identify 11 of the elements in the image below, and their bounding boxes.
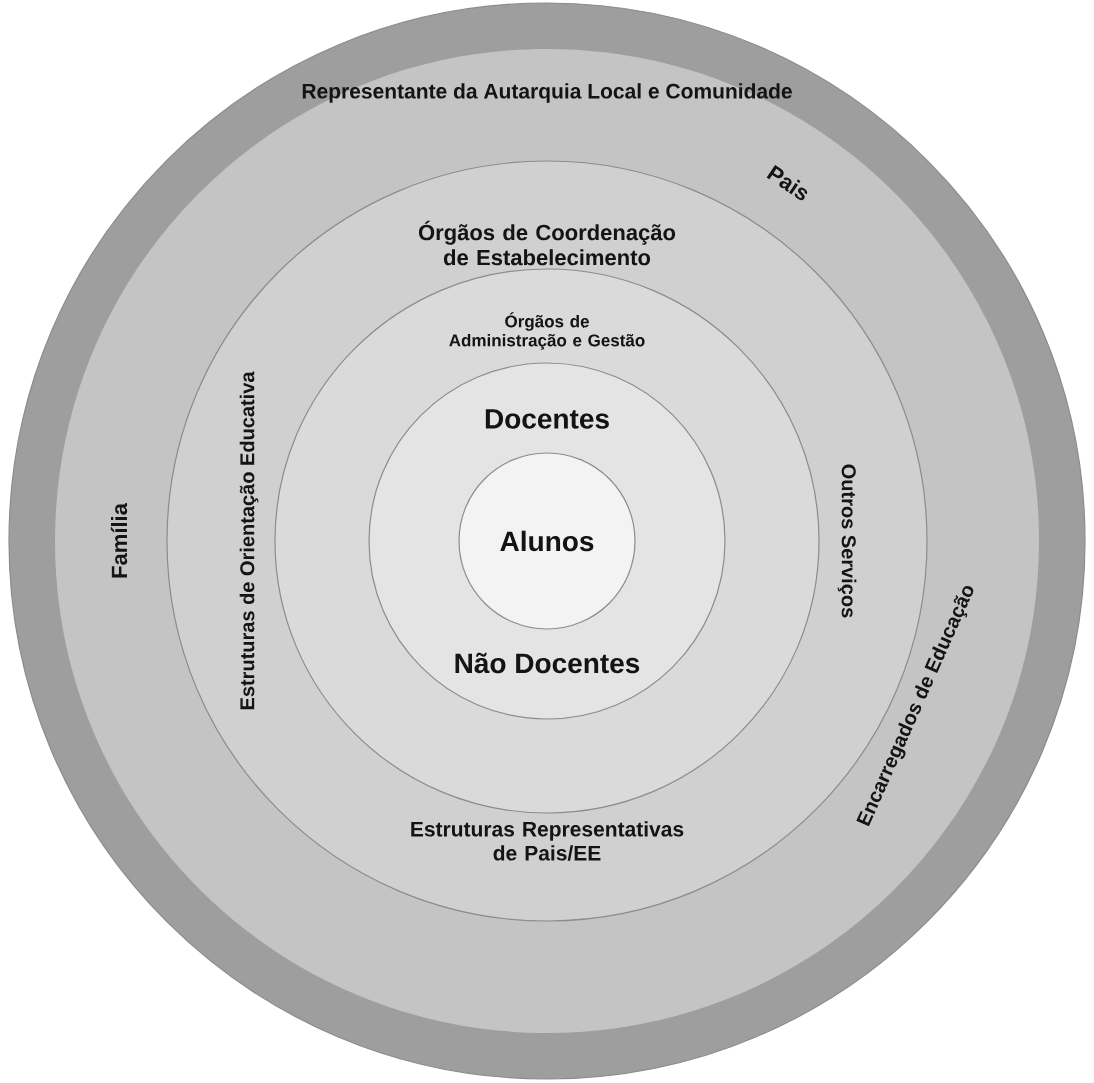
ring-label: Outros Serviços <box>837 464 857 618</box>
ring-label: Não Docentes <box>455 652 640 674</box>
ring-label: Família <box>110 502 128 578</box>
ring-label: Órgãos de Administração e Gestão <box>449 312 645 350</box>
ring-label: Estruturas Representativas de Pais/EE <box>411 821 684 861</box>
ring-label: Pais <box>766 165 808 201</box>
ring-label: Órgãos de Coordenação de Estabelecimento <box>418 220 676 266</box>
ring-label: Alunos <box>500 530 594 552</box>
ring-label: Docentes <box>485 409 609 429</box>
ring-label: Estruturas de Orientação Educativa <box>239 371 259 710</box>
ring-label: Representante da Autarquia Local e Comunidade <box>302 83 792 103</box>
